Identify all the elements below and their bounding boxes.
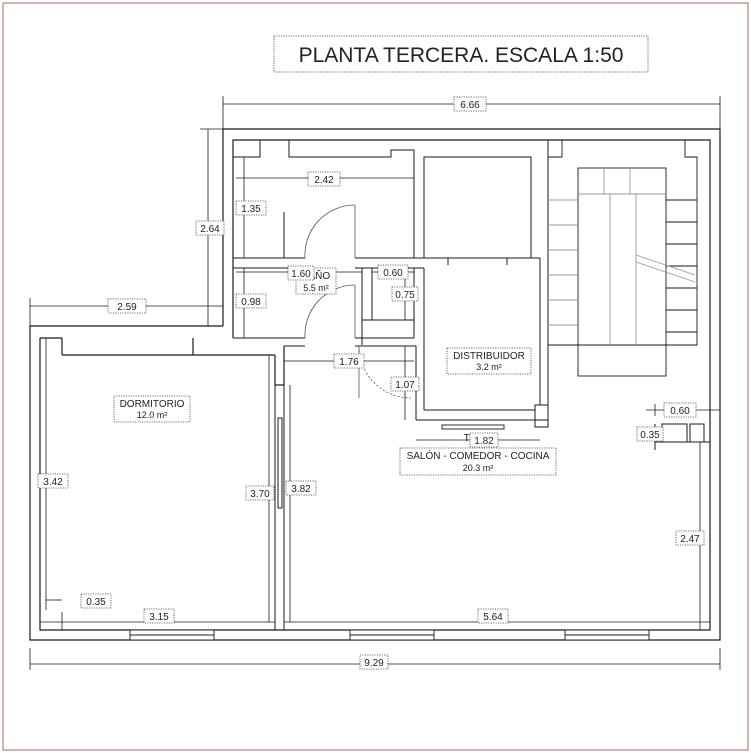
dim-cabinet-width: 0.60	[670, 406, 690, 417]
room-name-distribuidor: DISTRIBUIDOR	[453, 351, 525, 362]
room-area-salon: 20.3 m²	[463, 463, 494, 473]
room-tag-distribuidor	[446, 347, 532, 375]
doors	[304, 204, 412, 399]
dim-bath-height-top: 1.35	[241, 204, 261, 215]
dim-bath-height-bottom: 0.98	[241, 297, 261, 308]
dim-bed-height: 3.42	[43, 477, 63, 488]
dim-bed-inner-height: 3.70	[250, 489, 270, 500]
dim-corridor-width: 1.76	[339, 357, 359, 368]
dim-right-height: 2.47	[680, 534, 700, 545]
dim-corridor-height: 1.07	[395, 380, 415, 391]
room-area-bano: 5.5 m²	[303, 283, 329, 293]
dim-upper-height: 2.64	[200, 224, 220, 235]
staircase	[548, 140, 698, 377]
room-labels: DORMITORIO 12.0 m² BAÑO 5.5 m² DISTRIBUI…	[113, 267, 557, 476]
page-title: PLANTA TERCERA. ESCALA 1:50	[299, 44, 624, 67]
dim-bath-small-width: 1.60	[291, 269, 311, 280]
dim-living-width: 5.64	[483, 612, 503, 623]
dim-living-height: 3.82	[291, 484, 311, 495]
dim-total-bottom: 9.29	[364, 658, 384, 669]
room-name-salon: SALÓN - COMEDOR - COCINA	[407, 449, 550, 462]
dim-niche-width: 0.60	[383, 268, 403, 279]
windows	[129, 424, 650, 641]
dim-bed-width: 3.15	[149, 612, 169, 623]
dim-bed-step: 0.35	[86, 597, 106, 608]
interior-walls	[233, 139, 710, 630]
room-tag-dormitorio	[113, 395, 191, 423]
dim-living-width-top: 1.82	[474, 436, 494, 447]
dim-bath-width: 2.42	[314, 175, 334, 186]
dim-left-upper: 2.59	[117, 302, 137, 313]
room-area-distribuidor: 3.2 m²	[476, 362, 502, 372]
dim-cabinet-height: 0.35	[640, 430, 660, 441]
dimension-tags: 6.66 2.59 2.64 2.42 1.35 1.60 0.98 0.60 …	[37, 96, 705, 670]
room-name-dormitorio: DORMITORIO	[120, 399, 185, 410]
room-area-dormitorio: 12.0 m²	[137, 410, 168, 420]
exterior-walls	[29, 128, 721, 641]
dim-niche-height: 0.75	[395, 290, 415, 301]
room-tag-salon	[399, 447, 557, 476]
title-box	[273, 35, 649, 73]
dim-total-top: 6.66	[460, 100, 480, 111]
